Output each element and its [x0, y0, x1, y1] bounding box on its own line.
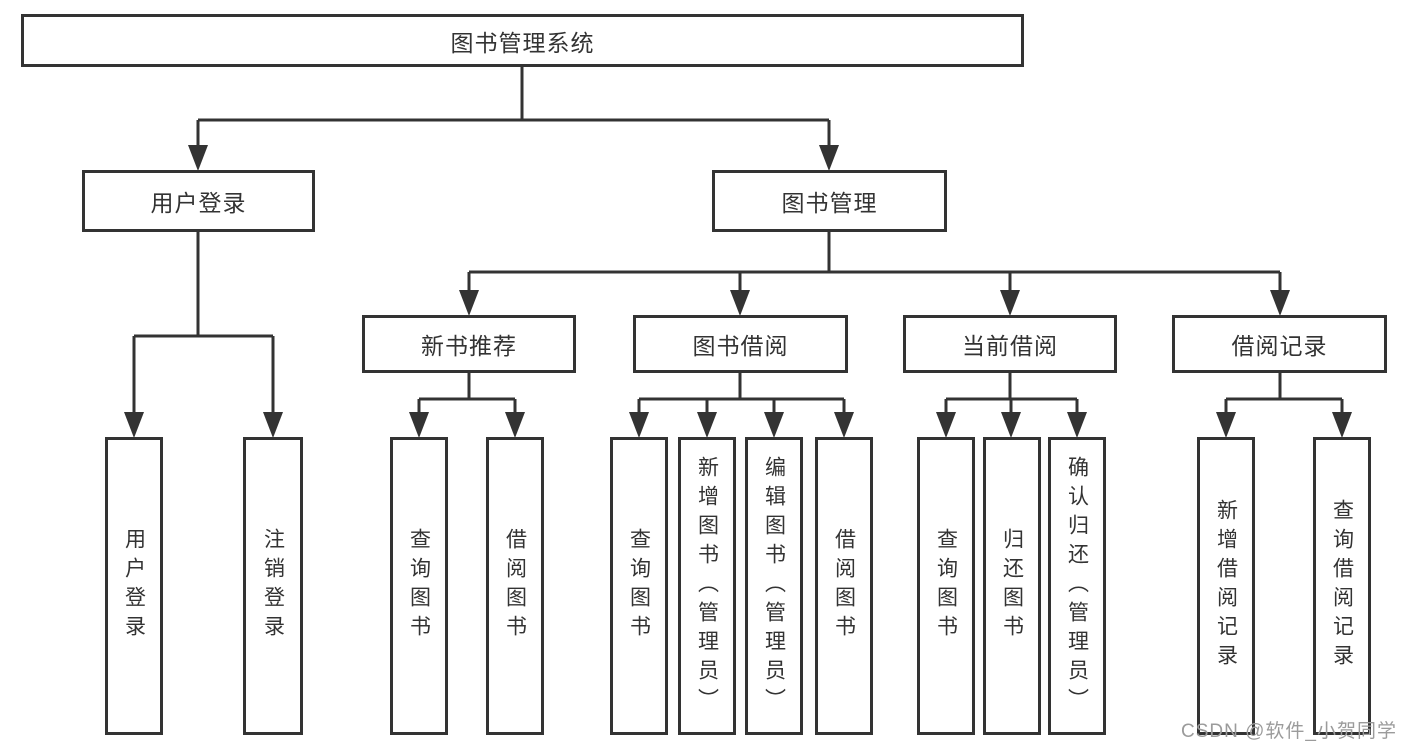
leaf-label: 用户登录 — [122, 528, 146, 644]
leaf-borrow-books: 借阅图书 — [815, 437, 873, 735]
node-current-borrowing: 当前借阅 — [903, 315, 1117, 373]
node-book-management: 图书管理 — [712, 170, 947, 232]
node-label: 图书管理系统 — [450, 29, 595, 56]
leaf-label: 确认归还（管理员） — [1065, 455, 1089, 717]
node-label: 新书推荐 — [421, 333, 517, 359]
node-label: 当前借阅 — [962, 333, 1058, 359]
node-book-borrowing: 图书借阅 — [633, 315, 848, 373]
leaf-query-books-current: 查询图书 — [917, 437, 975, 735]
leaf-label: 查询图书 — [627, 528, 651, 644]
leaf-edit-books-admin: 编辑图书（管理员） — [745, 437, 803, 735]
leaf-label: 查询图书 — [407, 528, 431, 644]
leaf-label: 新增借阅记录 — [1214, 499, 1238, 673]
node-label: 用户登录 — [150, 190, 247, 216]
leaf-logout: 注销登录 — [243, 437, 303, 735]
leaf-label: 注销登录 — [261, 528, 285, 644]
leaf-confirm-return-admin: 确认归还（管理员） — [1048, 437, 1106, 735]
leaf-label: 查询图书 — [934, 528, 958, 644]
leaf-label: 借阅图书 — [503, 528, 527, 644]
node-label: 图书管理 — [781, 190, 878, 216]
leaf-label: 编辑图书（管理员） — [762, 455, 786, 717]
leaf-add-borrow-record: 新增借阅记录 — [1197, 437, 1255, 735]
leaf-add-books-admin: 新增图书（管理员） — [678, 437, 736, 735]
leaf-label: 新增图书（管理员） — [695, 455, 719, 717]
arrowheads — [124, 145, 1352, 438]
leaf-label: 归还图书 — [1000, 528, 1024, 644]
node-new-book-recommendation: 新书推荐 — [362, 315, 576, 373]
leaf-label: 借阅图书 — [832, 528, 856, 644]
leaf-return-books: 归还图书 — [983, 437, 1041, 735]
node-label: 借阅记录 — [1231, 333, 1328, 359]
leaf-user-login: 用户登录 — [105, 437, 163, 735]
node-label: 图书借阅 — [692, 333, 789, 359]
leaf-label: 查询借阅记录 — [1330, 499, 1354, 673]
watermark: CSDN @软件_小贺同学 — [1181, 721, 1397, 742]
leaf-query-books-recommend: 查询图书 — [390, 437, 448, 735]
leaf-query-books-borrow: 查询图书 — [610, 437, 668, 735]
node-borrowing-records: 借阅记录 — [1172, 315, 1387, 373]
leaf-borrow-books-recommend: 借阅图书 — [486, 437, 544, 735]
node-user-login: 用户登录 — [82, 170, 315, 232]
node-library-management-system: 图书管理系统 — [21, 14, 1024, 67]
leaf-query-borrow-record: 查询借阅记录 — [1313, 437, 1371, 735]
